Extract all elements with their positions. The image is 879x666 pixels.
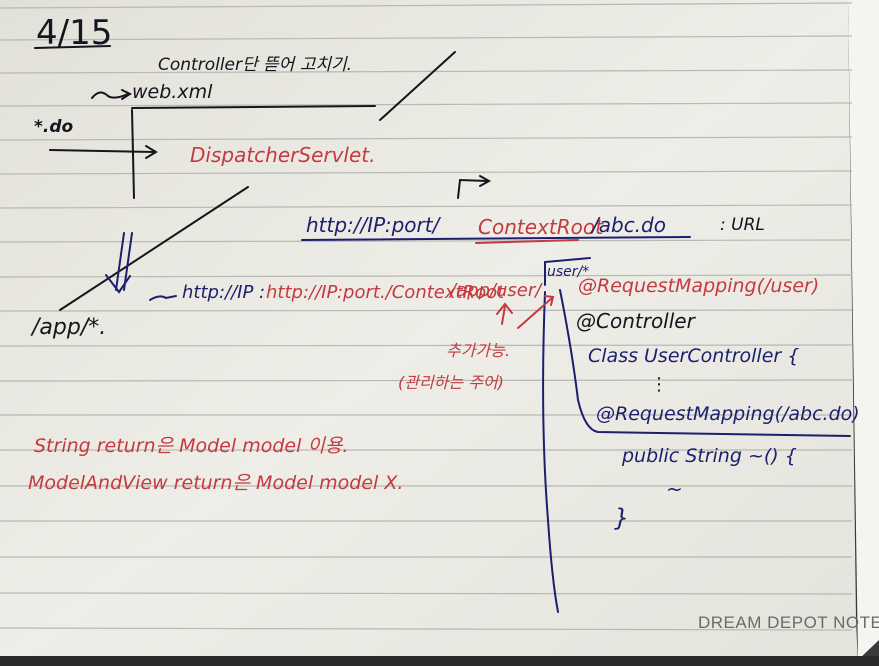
mapping-method-text: @RequestMapping(/abc.do) bbox=[596, 403, 860, 425]
string-return-note: String return은 Model model 이용. bbox=[34, 435, 348, 457]
brand-text: DREAM DEPOT NOTE bbox=[698, 613, 879, 632]
date-text: 4/15 bbox=[36, 13, 112, 53]
scope-bracket bbox=[542, 291, 559, 613]
url-app-prefix: http://IP:port./ContextRoot bbox=[266, 282, 505, 303]
user-box-text: user/* bbox=[547, 264, 589, 280]
ellipsis-text: ⋮ bbox=[650, 374, 668, 395]
app-pattern-text: /app/*. bbox=[30, 315, 106, 340]
method-close-text: } bbox=[614, 504, 629, 532]
title-note: Controller단 뜯어 고치기. bbox=[158, 55, 352, 75]
url-app-proto: http://IP : bbox=[182, 282, 265, 303]
url-path-text: /abc.do bbox=[590, 213, 666, 237]
url-label-text: : URL bbox=[720, 215, 765, 235]
class-decl-text: Class UserController { bbox=[588, 345, 799, 367]
url-app-user: /app/user/ bbox=[448, 280, 543, 301]
red-note-1: 추가가능. bbox=[446, 341, 510, 360]
red-note-2: (관리하는 주어) bbox=[398, 373, 504, 392]
web-xml-text: web.xml bbox=[132, 81, 213, 103]
squiggle-arrow bbox=[91, 91, 129, 99]
notebook-page bbox=[0, 0, 858, 666]
context-root-text: ContextRoot bbox=[478, 215, 604, 239]
mapping-class-text: @RequestMapping(/user) bbox=[578, 275, 819, 297]
diagonal-stroke bbox=[379, 51, 456, 121]
up-arrow-icon bbox=[501, 305, 506, 325]
do-pattern-text: *.do bbox=[34, 117, 74, 137]
diagonal-stroke-long bbox=[59, 186, 249, 311]
method-decl-text: public String ~() { bbox=[621, 445, 797, 467]
down-arrow-icon bbox=[115, 232, 125, 291]
mav-return-note: ModelAndView return은 Model model X. bbox=[28, 472, 403, 494]
dispatcher-servlet-text: DispatcherServlet. bbox=[190, 143, 376, 167]
method-body-text: ~ bbox=[666, 477, 683, 501]
url-proto-text: http://IP:port/ bbox=[306, 213, 442, 237]
controller-anno-text: @Controller bbox=[576, 309, 697, 333]
vertical-divider bbox=[131, 109, 135, 199]
